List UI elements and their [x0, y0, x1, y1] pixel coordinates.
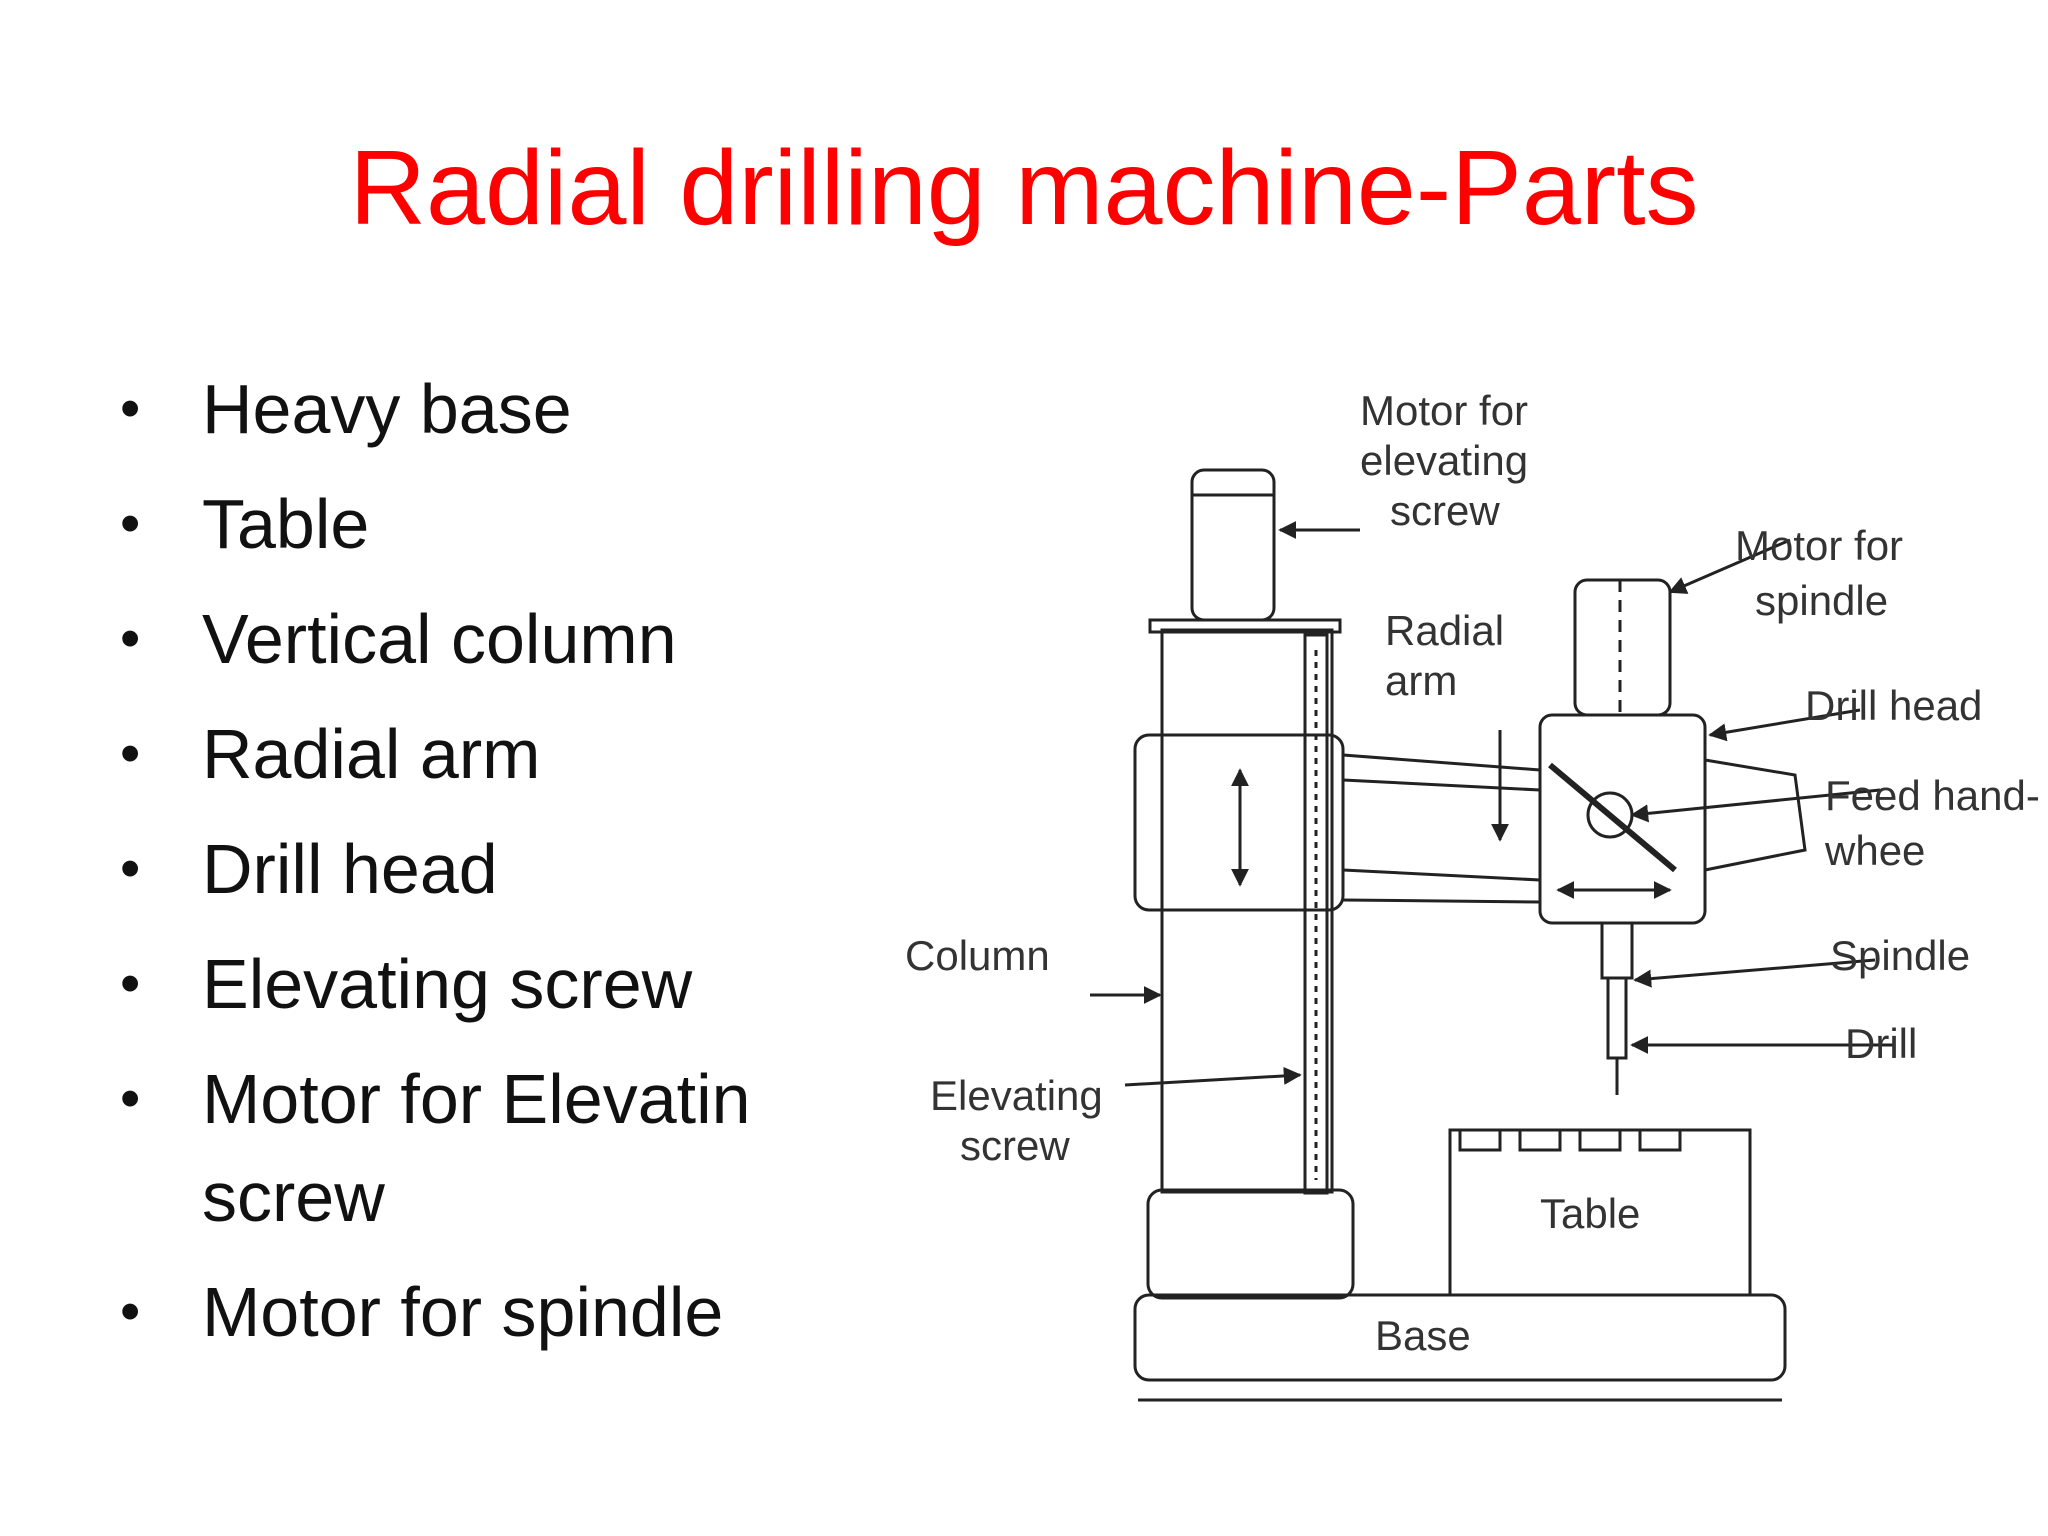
bullet-dot: •	[120, 491, 141, 556]
bullet-text: Heavy base	[202, 370, 572, 448]
bullet-text: Vertical column	[202, 600, 677, 678]
bullet-item: • Drill head	[120, 820, 820, 918]
arm-sleeve-shape	[1133, 733, 1345, 912]
label-table: Table	[1540, 1190, 1640, 1237]
bullet-item: • Radial arm	[120, 705, 820, 803]
bullet-dot: •	[120, 836, 141, 901]
drill-head-shape	[1538, 713, 1707, 925]
bullet-text: Motor for Elevatin screw	[202, 1060, 751, 1236]
slide-title: Radial drilling machine-Parts	[349, 129, 1699, 247]
bullet-text: Radial arm	[202, 715, 541, 793]
label-radial-arm-line1: Radial	[1385, 607, 1504, 654]
label-radial-arm-line2: arm	[1385, 657, 1457, 704]
column-foot-shape	[1146, 1188, 1355, 1300]
bullet-dot: •	[120, 1066, 141, 1131]
bullet-item: • Table	[120, 475, 820, 573]
label-drill: Drill	[1845, 1020, 1917, 1067]
label-motor-elevating-line1: Motor for	[1360, 387, 1528, 434]
bullet-dot: •	[120, 606, 141, 671]
label-motor-elevating-line2: elevating	[1360, 437, 1528, 484]
label-feed-hand-line1: Feed hand-	[1825, 772, 2040, 819]
label-motor-spindle-line2: spindle	[1755, 577, 1888, 624]
parts-bullet-list: • Heavy base • Table • Vertical column • Rad…	[120, 360, 820, 1378]
bullet-text: Drill head	[202, 830, 498, 908]
machine-drawing: Motor for elevating screw Motor for spin…	[905, 387, 2040, 1402]
spindle-motor-shape	[1573, 578, 1672, 717]
bullet-dot: •	[120, 376, 141, 441]
bullet-item: • Elevating screw	[120, 935, 820, 1033]
bullet-text: Motor for spindle	[202, 1273, 724, 1351]
table-shape	[1448, 1128, 1752, 1297]
bullet-item: • Vertical column	[120, 590, 820, 688]
label-elevating-screw-line1: Elevating	[930, 1072, 1103, 1119]
bullet-dot: •	[120, 951, 141, 1016]
label-spindle: Spindle	[1830, 932, 1970, 979]
bullet-text: Elevating screw	[202, 945, 693, 1023]
label-base: Base	[1375, 1312, 1471, 1359]
label-column: Column	[905, 932, 1050, 979]
label-feed-hand-line2: whee	[1824, 827, 1925, 874]
bullet-text: Table	[202, 485, 370, 563]
bullet-item: • Heavy base	[120, 360, 820, 458]
label-motor-spindle-line1: Motor for	[1735, 522, 1903, 569]
label-elevating-screw-line2: screw	[960, 1122, 1070, 1169]
elevating-screw-shape	[1303, 633, 1329, 1195]
bullet-item: • Motor for spindle	[120, 1263, 820, 1361]
label-motor-elevating-line3: screw	[1390, 487, 1500, 534]
radial-drilling-machine-diagram: Motor for elevating screw Motor for spin…	[880, 330, 2048, 1420]
drill-shape	[1606, 976, 1628, 1060]
bullet-item: • Motor for Elevatin screw	[120, 1050, 820, 1246]
radial-arm-shape	[1342, 753, 1541, 904]
bullet-dot: •	[120, 1279, 141, 1344]
label-drill-head: Drill head	[1805, 682, 1982, 729]
elevating-motor-shape	[1190, 468, 1276, 622]
bullet-dot: •	[120, 721, 141, 786]
spindle-shape	[1600, 921, 1634, 980]
